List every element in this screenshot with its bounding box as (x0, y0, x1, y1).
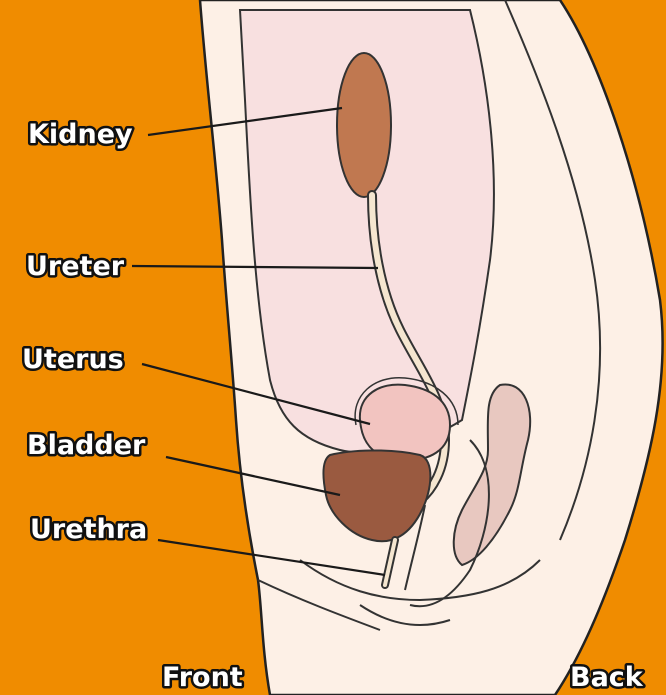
uterus-label: Uterus (22, 344, 124, 375)
uterus-organ (360, 385, 450, 461)
kidney-organ (337, 53, 391, 197)
back-label: Back (570, 662, 644, 693)
kidney-label: Kidney (28, 119, 133, 150)
urethra-label: Urethra (30, 514, 147, 545)
front-label: Front (162, 662, 243, 693)
bladder-label: Bladder (27, 430, 146, 461)
ureter-label: Ureter (26, 251, 125, 282)
